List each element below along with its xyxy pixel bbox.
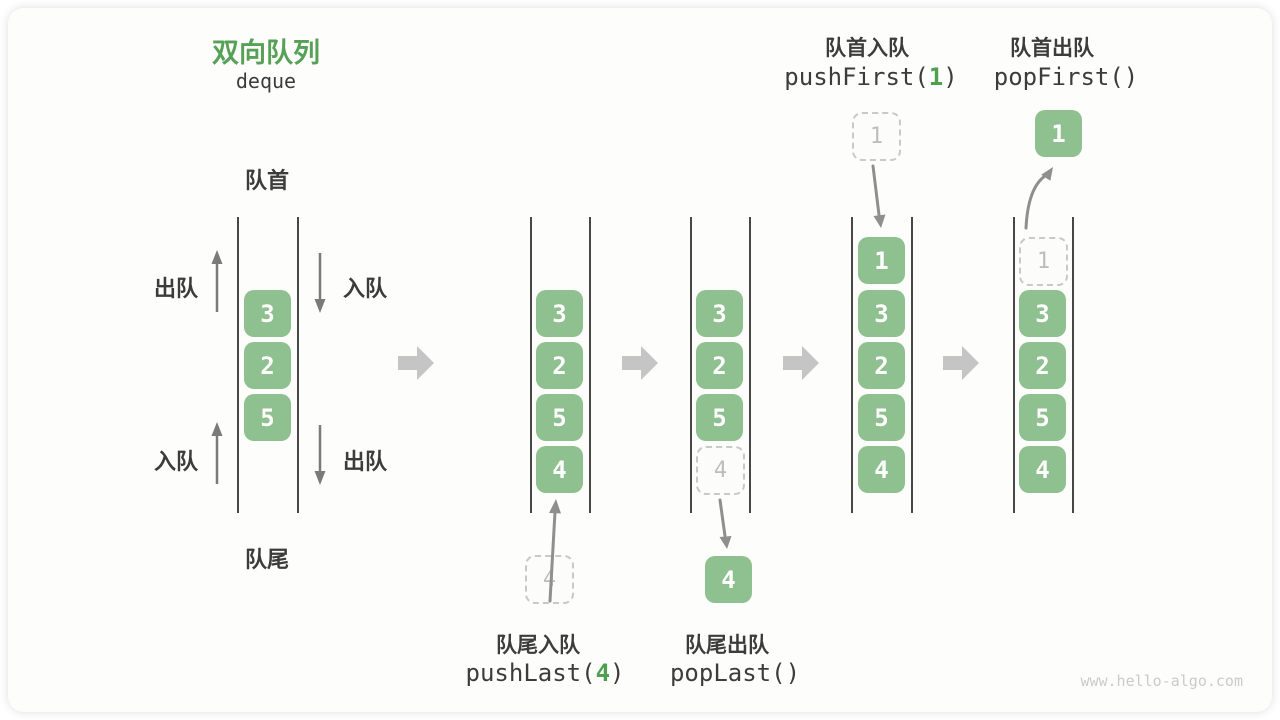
queue-element: 5: [536, 394, 583, 441]
queue-element: 5: [696, 394, 743, 441]
page-subtitle: deque: [235, 69, 297, 93]
queue-element: 3: [858, 290, 905, 337]
queue-element: 3: [1019, 290, 1066, 337]
push-last-code: pushLast(4): [466, 659, 625, 687]
queue-element: 5: [858, 394, 905, 441]
dequeue-label-bottom-right: 出队: [342, 450, 388, 475]
queue-wall-right: [749, 217, 751, 513]
front-label: 队首: [244, 169, 290, 194]
code-close: ): [785, 659, 801, 687]
pop-first-code: popFirst(): [994, 63, 1139, 91]
diagram-card: [8, 8, 1272, 712]
enqueue-label-bottom-left: 入队: [153, 450, 199, 475]
pop-last-code: popLast(): [670, 659, 800, 687]
code-fn: popLast(: [669, 659, 786, 687]
queue-wall-left: [690, 217, 692, 513]
dequeue-label-top-left: 出队: [153, 277, 199, 302]
popped-element: 1: [1035, 110, 1082, 157]
code-arg: 4: [595, 659, 611, 687]
queue-wall-right: [297, 217, 299, 513]
queue-element: 2: [858, 342, 905, 389]
removed-element-ghost: 4: [696, 446, 745, 495]
queue-wall-left: [1013, 217, 1015, 513]
incoming-element-ghost: 4: [525, 555, 574, 604]
queue-element: 5: [244, 394, 291, 441]
queue-wall-right: [1072, 217, 1074, 513]
queue-element: 4: [536, 446, 583, 493]
watermark: www.hello-algo.com: [1080, 672, 1243, 690]
enqueue-label-top-right: 入队: [342, 277, 388, 302]
code-arg: 1: [928, 63, 944, 91]
code-close: ): [943, 63, 958, 91]
code-close: ): [1123, 63, 1139, 91]
queue-element: 2: [244, 342, 291, 389]
rear-label: 队尾: [244, 548, 290, 573]
push-last-label: 队尾入队: [496, 633, 580, 657]
queue-element: 1: [858, 237, 905, 284]
queue-element: 3: [696, 290, 743, 337]
queue-element: 2: [696, 342, 743, 389]
queue-wall-left: [530, 217, 532, 513]
queue-element: 3: [244, 290, 291, 337]
page-title: 双向队列: [212, 38, 320, 69]
pop-first-label: 队首出队: [1010, 36, 1094, 60]
queue-wall-left: [237, 217, 239, 513]
removed-element-ghost: 1: [1019, 237, 1068, 286]
queue-element: 2: [1019, 342, 1066, 389]
code-fn: pushLast(: [465, 659, 596, 687]
push-first-label: 队首入队: [825, 36, 909, 60]
code-fn: pushFirst(: [784, 63, 929, 91]
queue-element: 4: [1019, 446, 1066, 493]
queue-wall-left: [851, 217, 853, 513]
pop-last-label: 队尾出队: [685, 633, 769, 657]
queue-wall-right: [589, 217, 591, 513]
push-first-code: pushFirst(1): [784, 63, 957, 91]
popped-element: 4: [705, 556, 752, 603]
queue-element: 2: [536, 342, 583, 389]
queue-wall-right: [911, 217, 913, 513]
queue-element: 3: [536, 290, 583, 337]
incoming-element-ghost: 1: [852, 112, 901, 161]
queue-element: 5: [1019, 394, 1066, 441]
queue-element: 4: [858, 446, 905, 493]
code-fn: popFirst(: [993, 63, 1124, 91]
code-close: ): [610, 659, 625, 687]
